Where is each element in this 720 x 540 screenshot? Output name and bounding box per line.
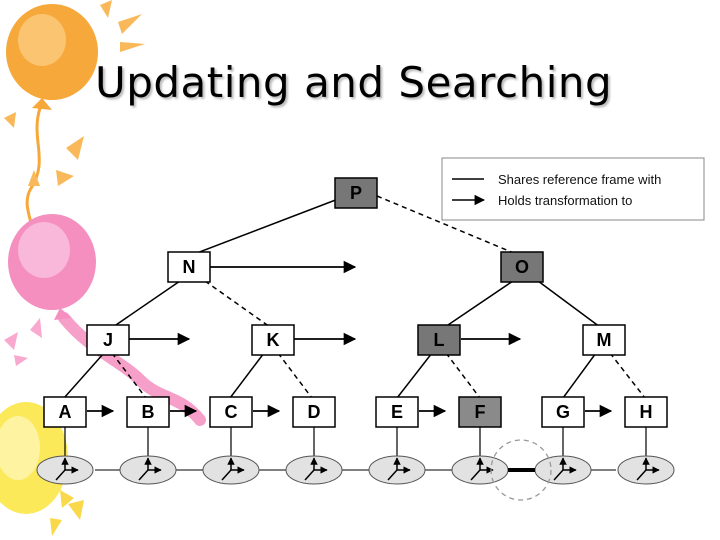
tree-edges: [63, 195, 646, 399]
node-label-G: G: [556, 402, 570, 422]
slide-title: Updating and Searching: [95, 58, 613, 107]
sparkle-rays-icon: [4, 0, 145, 186]
pink-balloon-icon: [8, 214, 206, 426]
decorative-balloons: [0, 0, 206, 536]
node-G: G: [541, 396, 585, 428]
node-N: N: [167, 251, 211, 283]
node-label-M: M: [597, 330, 612, 350]
legend-holds-label: Holds transformation to: [498, 193, 632, 208]
node-label-B: B: [142, 402, 155, 422]
highlight-circle: [490, 439, 552, 501]
yellow-balloon-icon: [0, 402, 84, 536]
node-J: J: [86, 324, 130, 356]
reference-frames: [36, 439, 675, 501]
node-C: C: [209, 396, 253, 428]
node-label-N: N: [183, 257, 196, 277]
frame-ellipse-H: [617, 455, 675, 485]
frame-ellipse-A: [36, 455, 94, 485]
pink-sparkle-rays-icon: [4, 318, 42, 366]
node-label-K: K: [267, 330, 280, 350]
frame-ellipse-C: [202, 455, 260, 485]
node-label-J: J: [103, 330, 113, 350]
legend-shares-label: Shares reference frame with: [498, 172, 661, 187]
frame-ellipse-D: [285, 455, 343, 485]
node-F: F: [458, 396, 502, 428]
node-label-L: L: [434, 330, 445, 350]
node-B: B: [126, 396, 170, 428]
node-label-E: E: [391, 402, 403, 422]
node-label-O: O: [515, 257, 529, 277]
node-D: D: [292, 396, 336, 428]
frame-ellipse-G: [534, 455, 592, 485]
node-H: H: [624, 396, 668, 428]
frame-ellipse-B: [119, 455, 177, 485]
orange-balloon-icon: [6, 4, 98, 251]
node-E: E: [375, 396, 419, 428]
legend: Shares reference frame with Holds transf…: [441, 157, 705, 221]
node-A: A: [43, 396, 87, 428]
node-label-C: C: [225, 402, 238, 422]
node-P: P: [334, 177, 378, 209]
node-K: K: [251, 324, 295, 356]
node-label-D: D: [308, 402, 321, 422]
node-O: O: [500, 251, 544, 283]
node-label-H: H: [640, 402, 653, 422]
frame-ellipse-F: [451, 455, 509, 485]
leaf-connectors: [64, 425, 647, 456]
node-label-A: A: [59, 402, 72, 422]
tree-nodes: P N O J K L M A: [43, 177, 668, 428]
frame-ellipse-E: [368, 455, 426, 485]
node-L: L: [417, 324, 461, 356]
transformation-arrows: [87, 260, 613, 418]
node-M: M: [582, 324, 626, 356]
node-label-F: F: [475, 402, 486, 422]
node-label-P: P: [350, 183, 362, 203]
